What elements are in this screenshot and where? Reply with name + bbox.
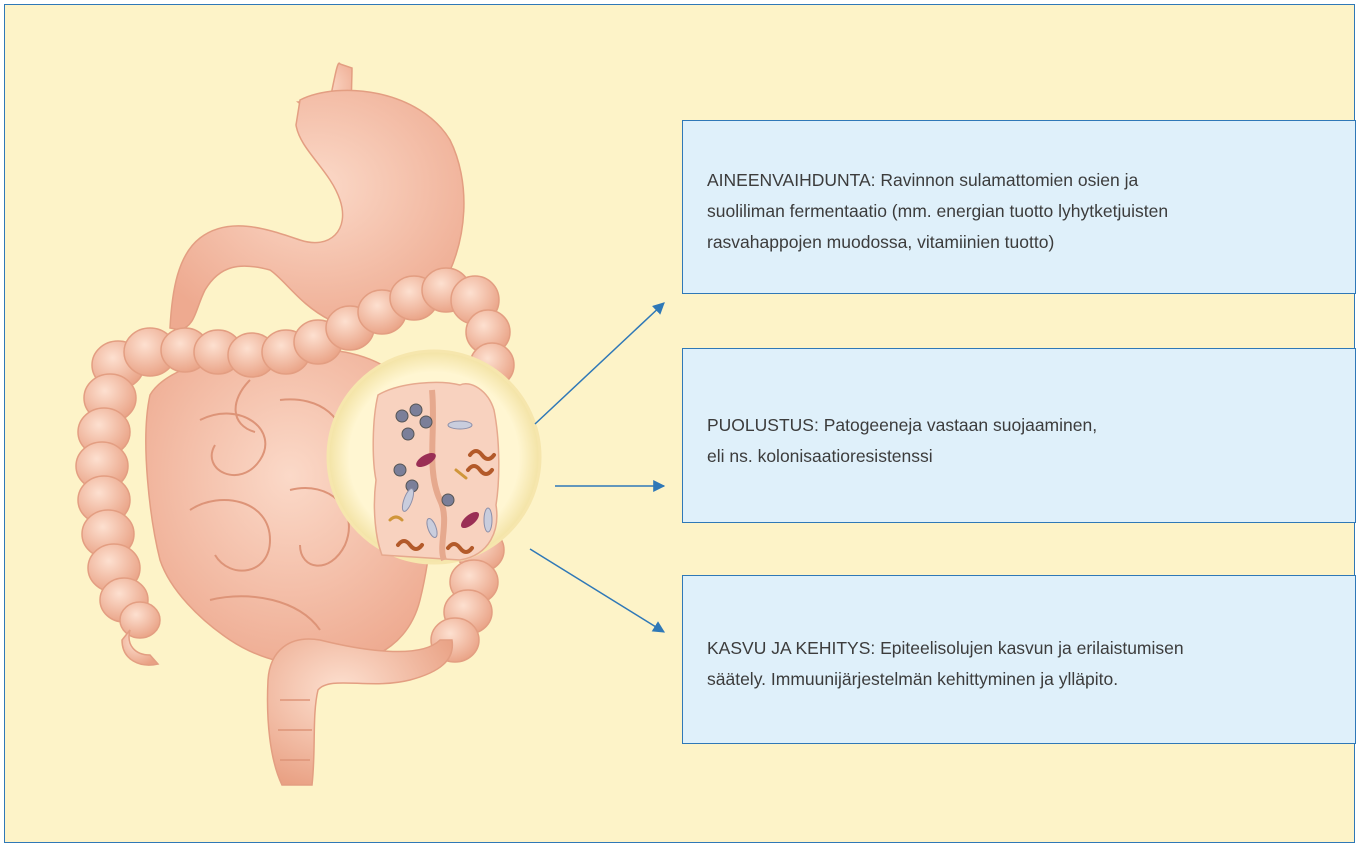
defense-text-line: PUOLUSTUS: Patogeeneja vastaan suojaamin…: [707, 410, 1331, 441]
growth-box: KASVU JA KEHITYS: Epiteelisolujen kasvun…: [682, 575, 1356, 744]
defense-box: PUOLUSTUS: Patogeeneja vastaan suojaamin…: [682, 348, 1356, 523]
metabolism-text-line: suoliliman fermentaatio (mm. energian tu…: [707, 196, 1331, 227]
metabolism-text-line: rasvahappojen muodossa, vitamiinien tuot…: [707, 227, 1331, 258]
defense-text-line: eli ns. kolonisaatioresistenssi: [707, 441, 1331, 472]
growth-text-line: KASVU JA KEHITYS: Epiteelisolujen kasvun…: [707, 633, 1331, 664]
metabolism-box: AINEENVAIHDUNTA: Ravinnon sulamattomien …: [682, 120, 1356, 294]
metabolism-text-line: AINEENVAIHDUNTA: Ravinnon sulamattomien …: [707, 165, 1331, 196]
arrow-to-growth: [530, 549, 664, 632]
gut-microbiota-magnifier-icon: [328, 351, 540, 563]
growth-text-line: säätely. Immuunijärjestelmän kehittymine…: [707, 664, 1331, 695]
arrow-to-metabolism: [535, 303, 664, 424]
